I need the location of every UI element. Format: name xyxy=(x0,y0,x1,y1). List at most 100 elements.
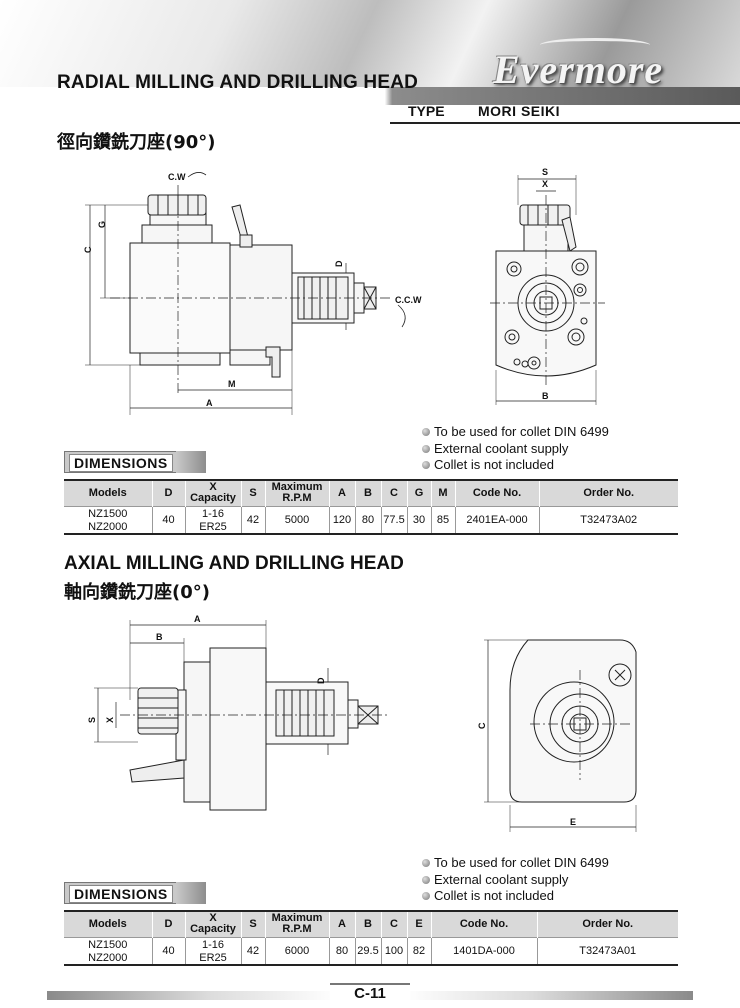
model-cell: NZ2000 xyxy=(88,951,128,964)
radial-dimensions-label: DIMENSIONS xyxy=(69,454,173,472)
col-header: Maximum R.P.M xyxy=(264,911,329,937)
radial-note: Collet is not included xyxy=(422,457,609,474)
header-banner xyxy=(0,0,740,105)
axial-note: Collet is not included xyxy=(422,888,609,905)
page-number: C-11 xyxy=(330,983,410,1005)
g-cell: 30 xyxy=(406,505,431,534)
axial-s-label: S xyxy=(87,717,97,723)
radial-note: External coolant supply xyxy=(422,441,609,458)
e-cell: 82 xyxy=(406,936,431,965)
col-header: Order No. xyxy=(536,911,678,937)
radial-side-view-drawing: C.W C.C.W G C D M A xyxy=(80,165,440,420)
c-cell: 100 xyxy=(380,936,407,965)
rpm-cell: 5000 xyxy=(264,505,329,534)
axial-a-label: A xyxy=(194,614,201,624)
radial-spec-table: Models D X Capacity S Maximum R.P.M A B … xyxy=(64,479,678,535)
logo-swoosh xyxy=(540,38,650,52)
axial-cn-title: 軸向鑽銑刀座(0°) xyxy=(64,582,210,603)
axial-spec-table: Models D X Capacity S Maximum R.P.M A B … xyxy=(64,910,678,966)
s-cell: 42 xyxy=(240,505,265,534)
col-header: C xyxy=(380,911,407,937)
x-capacity-cell: ER25 xyxy=(184,951,241,965)
axial-front-view-drawing: C E xyxy=(470,630,650,835)
col-header: G xyxy=(406,480,431,506)
radial-s-label: S xyxy=(542,167,548,177)
radial-front-view-drawing: S X B xyxy=(480,165,620,405)
type-label: TYPE xyxy=(408,103,445,119)
radial-c-label: C xyxy=(83,246,93,253)
col-header: Maximum R.P.M xyxy=(264,480,329,506)
x-capacity-cell: 1-16 xyxy=(184,505,241,520)
axial-dimensions-tab: DIMENSIONS xyxy=(64,882,206,904)
radial-cn-title: 徑向鑽銑刀座(90°) xyxy=(57,132,216,153)
axial-x-label: X xyxy=(105,717,115,723)
radial-note: To be used for collet DIN 6499 xyxy=(422,424,609,441)
s-cell: 42 xyxy=(240,936,265,965)
col-header: Models xyxy=(64,480,152,506)
col-header: A xyxy=(328,480,355,506)
axial-d-label: D xyxy=(316,677,326,684)
radial-d-label: D xyxy=(334,260,344,267)
axial-dimensions-label: DIMENSIONS xyxy=(69,885,173,903)
axial-b-label: B xyxy=(156,632,163,642)
col-header: B xyxy=(354,480,381,506)
col-header: S xyxy=(240,911,265,937)
table-row: NZ1500 40 1-16 42 5000 120 80 77.5 30 85… xyxy=(64,505,678,534)
radial-g-label: G xyxy=(97,221,107,228)
model-cell: NZ2000 xyxy=(88,520,128,533)
type-value: MORI SEIKI xyxy=(478,103,561,119)
radial-m-label: M xyxy=(228,379,236,389)
radial-table-header-row: Models D X Capacity S Maximum R.P.M A B … xyxy=(64,480,678,506)
col-header: M xyxy=(430,480,455,506)
table-row: NZ2000 ER25 xyxy=(64,951,678,965)
axial-table-header-row: Models D X Capacity S Maximum R.P.M A B … xyxy=(64,911,678,937)
axial-e-label: E xyxy=(570,817,576,827)
col-header: Code No. xyxy=(454,480,539,506)
radial-b-label: B xyxy=(542,391,549,401)
d-cell: 40 xyxy=(151,936,185,965)
d-cell: 40 xyxy=(151,505,185,534)
radial-x-label: X xyxy=(542,179,548,189)
col-header: D xyxy=(151,480,185,506)
code-cell: 1401DA-000 xyxy=(430,936,537,965)
type-underline xyxy=(390,122,740,124)
col-header: Models xyxy=(64,911,152,937)
order-cell: T32473A01 xyxy=(536,936,678,965)
col-header: X Capacity xyxy=(184,480,241,506)
m-cell: 85 xyxy=(430,505,455,534)
x-capacity-cell: 1-16 xyxy=(184,936,241,951)
radial-a-label: A xyxy=(206,398,213,408)
code-cell: 2401EA-000 xyxy=(454,505,539,534)
table-row: NZ2000 ER25 xyxy=(64,520,678,534)
a-cell: 80 xyxy=(328,936,355,965)
col-header: E xyxy=(406,911,431,937)
axial-note: To be used for collet DIN 6499 xyxy=(422,855,609,872)
order-cell: T32473A02 xyxy=(538,505,678,534)
radial-ccw-label: C.C.W xyxy=(395,295,422,305)
col-header: Order No. xyxy=(538,480,678,506)
page-title: RADIAL MILLING AND DRILLING HEAD xyxy=(57,72,419,93)
axial-title: AXIAL MILLING AND DRILLING HEAD xyxy=(64,553,404,574)
axial-note: External coolant supply xyxy=(422,872,609,889)
col-header: Code No. xyxy=(430,911,537,937)
col-header: S xyxy=(240,480,265,506)
model-cell: NZ1500 xyxy=(64,936,152,951)
table-row: NZ1500 40 1-16 42 6000 80 29.5 100 82 14… xyxy=(64,936,678,965)
axial-notes: To be used for collet DIN 6499 External … xyxy=(422,855,609,905)
model-cell: NZ1500 xyxy=(64,505,152,520)
radial-front-view-svg: S X B xyxy=(490,167,605,405)
b-cell: 29.5 xyxy=(354,936,381,965)
a-cell: 120 xyxy=(328,505,355,534)
radial-cw-label: C.W xyxy=(168,172,186,182)
b-cell: 80 xyxy=(354,505,381,534)
col-header: A xyxy=(328,911,355,937)
type-row: TYPE MORI SEIKI xyxy=(390,102,740,124)
col-header: C xyxy=(380,480,407,506)
axial-front-view-svg: C E xyxy=(477,639,637,832)
radial-notes: To be used for collet DIN 6499 External … xyxy=(422,424,609,474)
x-capacity-cell: ER25 xyxy=(184,520,241,534)
radial-side-view-svg: C.W C.C.W G C D M A xyxy=(83,172,422,415)
axial-side-view-drawing: A B D S X xyxy=(80,610,400,820)
axial-c-label: C xyxy=(477,722,487,729)
col-header: B xyxy=(354,911,381,937)
